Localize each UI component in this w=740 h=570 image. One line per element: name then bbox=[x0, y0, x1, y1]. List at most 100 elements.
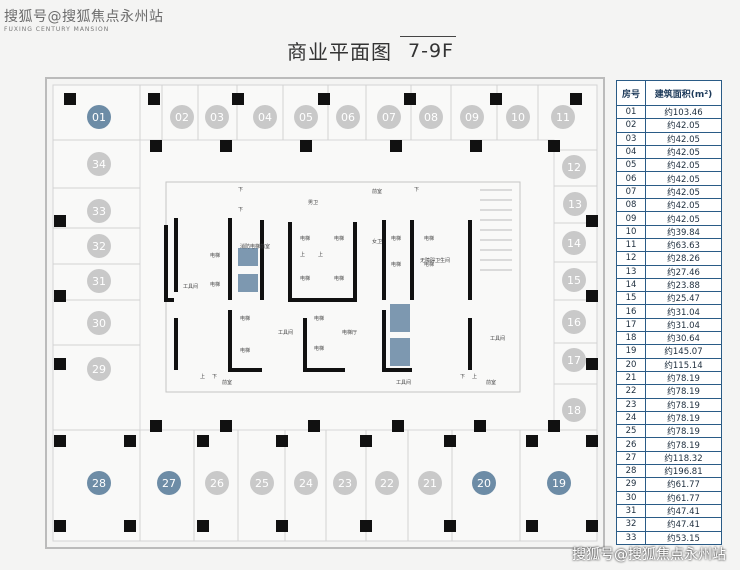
unit-circle bbox=[253, 105, 277, 129]
room-number: 02 bbox=[616, 118, 646, 133]
unit-circle bbox=[87, 357, 111, 381]
unit-circle bbox=[472, 471, 496, 495]
room-number: 13 bbox=[616, 264, 646, 279]
room-number: 16 bbox=[616, 304, 646, 319]
unit-number: 06 bbox=[341, 111, 355, 124]
room-area: 约30.64 bbox=[645, 331, 722, 346]
core-labels: 工具间 电梯 电梯 消防电梯前室 电梯 电梯 电梯 电梯 电梯 电梯 电梯 电梯… bbox=[183, 187, 505, 386]
room-number: 18 bbox=[616, 331, 646, 346]
room-area: 约63.63 bbox=[645, 237, 722, 253]
room-area: 约47.41 bbox=[645, 503, 722, 519]
core-label: 无障碍卫生间 bbox=[420, 257, 450, 264]
unit-number: 12 bbox=[567, 161, 581, 174]
room-area: 约39.84 bbox=[645, 224, 722, 239]
unit-circle bbox=[294, 105, 318, 129]
core-label: 工具间 bbox=[490, 335, 505, 342]
floor-label: 7-9F bbox=[408, 40, 454, 62]
unit-number: 08 bbox=[424, 111, 438, 124]
room-number: 33 bbox=[616, 530, 646, 545]
unit-circle bbox=[250, 471, 274, 495]
unit-circle bbox=[294, 471, 318, 495]
column-pillar bbox=[54, 520, 66, 532]
core-label: 上 bbox=[200, 373, 205, 380]
column-pillar bbox=[526, 435, 538, 447]
column-pillar bbox=[444, 520, 456, 532]
column-pillar bbox=[308, 420, 320, 432]
unit-number: 15 bbox=[567, 274, 581, 287]
core-label: 前室 bbox=[372, 188, 382, 195]
room-number: 19 bbox=[616, 344, 646, 359]
plan-title: 商业平面图 bbox=[287, 40, 392, 64]
unit-number: 03 bbox=[210, 111, 224, 124]
core-label: 下 bbox=[212, 374, 217, 380]
room-area: 约42.05 bbox=[645, 211, 722, 226]
core-label: 女卫 bbox=[372, 238, 382, 245]
room-number: 14 bbox=[616, 277, 646, 293]
column-pillar bbox=[54, 435, 66, 447]
table-header-row: 房号 建筑面积(m²) bbox=[616, 80, 722, 106]
unit-number: 29 bbox=[92, 363, 106, 376]
core-label: 前室 bbox=[222, 379, 232, 386]
column-pillar bbox=[197, 435, 209, 447]
unit-circle bbox=[87, 152, 111, 176]
column-pillar bbox=[586, 215, 598, 227]
column-pillar bbox=[490, 93, 502, 105]
column-pillar bbox=[232, 93, 244, 105]
room-number: 08 bbox=[616, 198, 646, 213]
core-label: 电梯厅 bbox=[342, 329, 357, 336]
unit-circle bbox=[377, 105, 401, 129]
room-area: 约27.46 bbox=[645, 264, 722, 279]
room-area: 约31.04 bbox=[645, 317, 722, 333]
column-pillar bbox=[276, 520, 288, 532]
room-area: 约145.07 bbox=[645, 344, 722, 359]
core-label: 电梯 bbox=[314, 315, 324, 322]
column-pillar bbox=[276, 435, 288, 447]
unit-number: 32 bbox=[92, 240, 106, 253]
watermark-top: 搜狐号@搜狐焦点永州站 bbox=[4, 9, 164, 25]
unit-number: 27 bbox=[162, 477, 176, 490]
unit-circle bbox=[87, 471, 111, 495]
column-pillar bbox=[404, 93, 416, 105]
unit-circle bbox=[87, 234, 111, 258]
unit-circle bbox=[419, 105, 443, 129]
core-label: 电梯 bbox=[424, 235, 434, 242]
unit-circle bbox=[418, 471, 442, 495]
room-area: 约25.47 bbox=[645, 291, 722, 306]
core-label: 下 bbox=[238, 187, 243, 193]
unit-number: 23 bbox=[338, 477, 352, 490]
column-pillar bbox=[444, 435, 456, 447]
core-label: 电梯 bbox=[334, 275, 344, 282]
room-area: 约61.77 bbox=[645, 477, 722, 492]
column-pillar bbox=[150, 140, 162, 152]
unit-circle bbox=[562, 231, 586, 255]
core-label: 工具间 bbox=[183, 283, 198, 290]
room-area: 约78.19 bbox=[645, 397, 722, 412]
unit-circle bbox=[87, 269, 111, 293]
core-label: 男卫 bbox=[308, 200, 318, 206]
unit-number: 25 bbox=[255, 477, 269, 490]
core-label: 下 bbox=[414, 187, 419, 193]
corridor-line bbox=[139, 139, 555, 431]
unit-number: 21 bbox=[423, 477, 437, 490]
unit-circle bbox=[375, 471, 399, 495]
room-area: 约115.14 bbox=[645, 357, 722, 372]
unit-number: 33 bbox=[92, 205, 106, 218]
column-pillar bbox=[150, 420, 162, 432]
core-label: 下 bbox=[460, 374, 465, 380]
